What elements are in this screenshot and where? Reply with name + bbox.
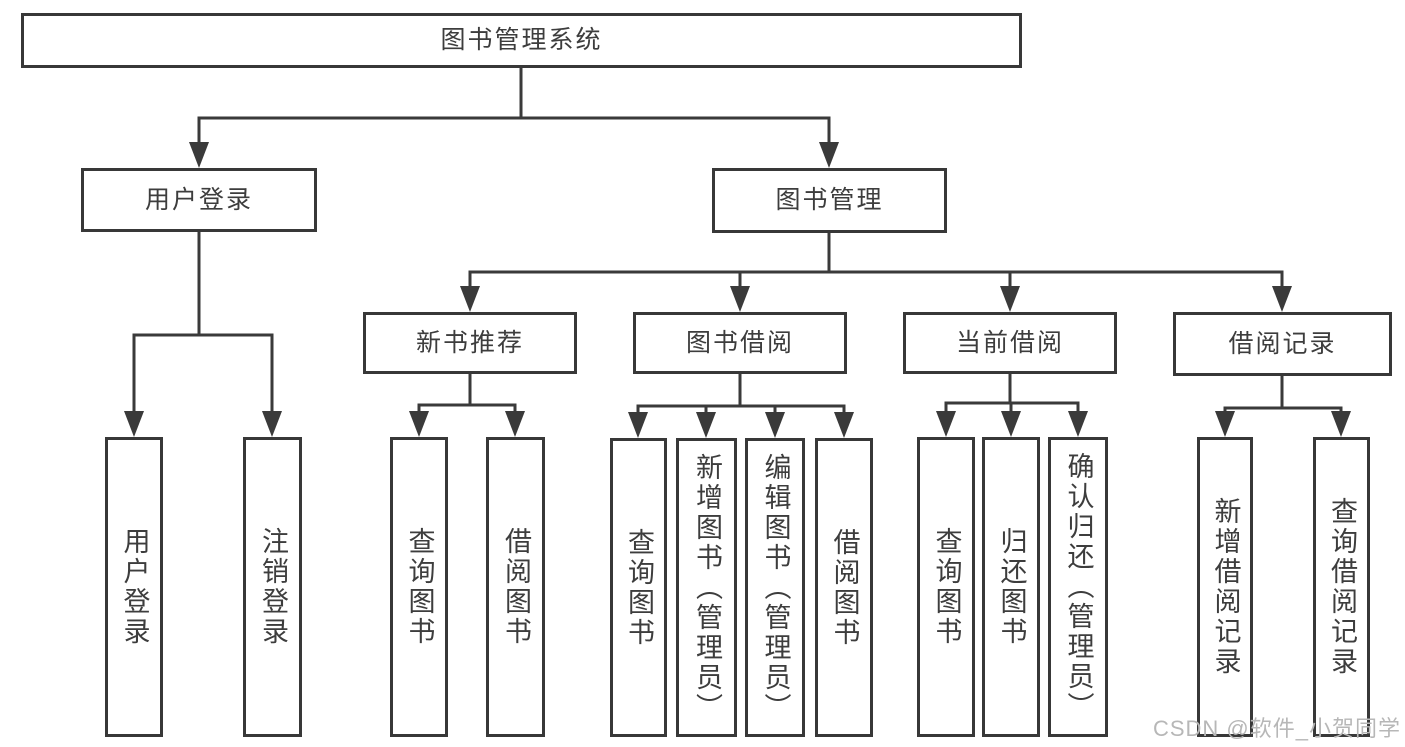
leaf-add-borrow-record-label: 新增借阅记录: [1210, 497, 1241, 677]
leaf-query-books-borrowing-label: 查询图书: [624, 527, 654, 648]
leaf-query-books-current: 查询图书: [917, 437, 975, 737]
node-book-borrowing: 图书借阅: [633, 312, 847, 374]
leaf-borrow-books-recommend: 借阅图书: [486, 437, 545, 737]
node-user-login-label: 用户登录: [144, 185, 253, 214]
leaf-add-borrow-record: 新增借阅记录: [1197, 437, 1253, 737]
leaf-return-books: 归还图书: [982, 437, 1040, 737]
leaf-user-login: 用户登录: [105, 437, 163, 737]
leaf-user-login-label: 用户登录: [119, 527, 150, 647]
leaf-confirm-return-admin-label: 确认归还（管理员）: [1063, 452, 1094, 722]
leaf-query-books-borrowing: 查询图书: [610, 438, 667, 737]
leaf-edit-books-admin: 编辑图书（管理员）: [745, 438, 805, 737]
node-borrow-records-label: 借阅记录: [1228, 329, 1337, 358]
leaf-add-books-admin: 新增图书（管理员）: [676, 438, 737, 737]
leaf-borrow-books-borrowing: 借阅图书: [815, 438, 873, 737]
leaf-query-books-recommend: 查询图书: [390, 437, 448, 737]
node-book-management: 图书管理: [712, 168, 947, 233]
node-new-book-recommend-label: 新书推荐: [415, 328, 524, 357]
node-user-login: 用户登录: [81, 168, 317, 232]
watermark: CSDN @软件_小贺同学: [1152, 716, 1401, 741]
leaf-borrow-books-recommend-label: 借阅图书: [501, 527, 531, 647]
node-root: 图书管理系统: [21, 13, 1022, 68]
node-new-book-recommend: 新书推荐: [363, 312, 577, 374]
node-book-borrowing-label: 图书借阅: [685, 328, 794, 357]
leaf-return-books-label: 归还图书: [996, 527, 1027, 647]
leaf-edit-books-admin-label: 编辑图书（管理员）: [760, 452, 791, 723]
leaf-logout-login: 注销登录: [243, 437, 302, 737]
node-current-borrowing-label: 当前借阅: [955, 328, 1064, 357]
node-book-management-label: 图书管理: [775, 186, 884, 214]
leaf-logout-login-label: 注销登录: [258, 527, 288, 647]
leaf-add-books-admin-label: 新增图书（管理员）: [692, 452, 722, 723]
node-borrow-records: 借阅记录: [1173, 312, 1392, 376]
leaf-query-books-recommend-label: 查询图书: [404, 527, 435, 647]
leaf-query-books-current-label: 查询图书: [931, 527, 962, 647]
leaf-query-borrow-record: 查询借阅记录: [1313, 437, 1370, 737]
leaf-borrow-books-borrowing-label: 借阅图书: [829, 527, 860, 648]
node-current-borrowing: 当前借阅: [903, 312, 1117, 374]
leaf-confirm-return-admin: 确认归还（管理员）: [1048, 437, 1108, 737]
node-root-label: 图书管理系统: [440, 26, 603, 54]
leaf-query-borrow-record-label: 查询借阅记录: [1327, 497, 1357, 677]
